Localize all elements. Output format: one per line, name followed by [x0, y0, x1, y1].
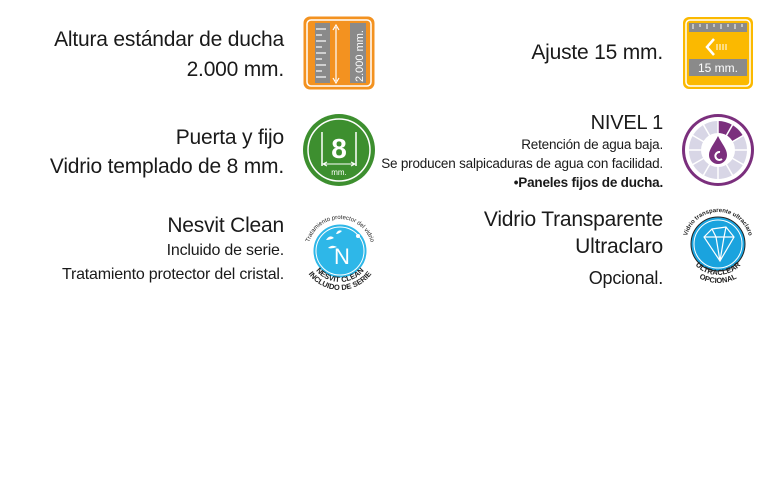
shower-height-icon: 2.000 mm. [302, 15, 376, 91]
nesvit-line2: Tratamiento protector del cristal. [61, 266, 284, 283]
height-icon-label: 2.000 mm. [354, 30, 366, 82]
level-title: NIVEL 1 [590, 112, 664, 134]
height-title: Altura estándar de ducha [54, 28, 284, 51]
nesvit-icon-letter: N [334, 244, 350, 269]
adjust-icon-label: 15 mm. [698, 61, 738, 75]
glass-line2: Vidrio templado de 8 mm. [49, 155, 284, 178]
sparkle-icon [356, 234, 360, 238]
adjust-title: Ajuste 15 mm. [531, 41, 663, 64]
level-line1: Retención de agua baja. [521, 137, 663, 152]
level-line3: •Paneles fijos de ducha. [513, 175, 663, 190]
glass-icon-number: 8 [331, 133, 347, 164]
ultraclear-line3: Opcional. [588, 268, 663, 288]
ultraclear-line1: Vidrio Transparente [483, 208, 663, 231]
ultraclear-line2: Ultraclaro [575, 235, 663, 258]
level-line2: Se producen salpicaduras de agua con fac… [381, 156, 663, 171]
ultraclear-badge-icon: Vidrio transparente ultraclaro ULTRACLEA… [678, 204, 758, 294]
water-retention-level-icon [681, 112, 755, 188]
glass-thickness-icon: 8 mm. [302, 112, 376, 188]
height-value: 2.000 mm. [186, 58, 285, 81]
glass-line1: Puerta y fijo [175, 126, 284, 149]
diamond-icon [703, 226, 735, 263]
ultraclear-icon-bottom2: OPCIONAL [698, 272, 738, 285]
nesvit-title: Nesvit Clean [167, 214, 284, 237]
nesvit-line1: Incluido de serie. [166, 242, 285, 259]
glass-icon-unit: mm. [331, 168, 347, 177]
nesvit-clean-badge-icon: Tratamiento protector del vidrio N NESVI… [300, 206, 380, 296]
adjust-icon: 15 mm. [681, 15, 755, 91]
